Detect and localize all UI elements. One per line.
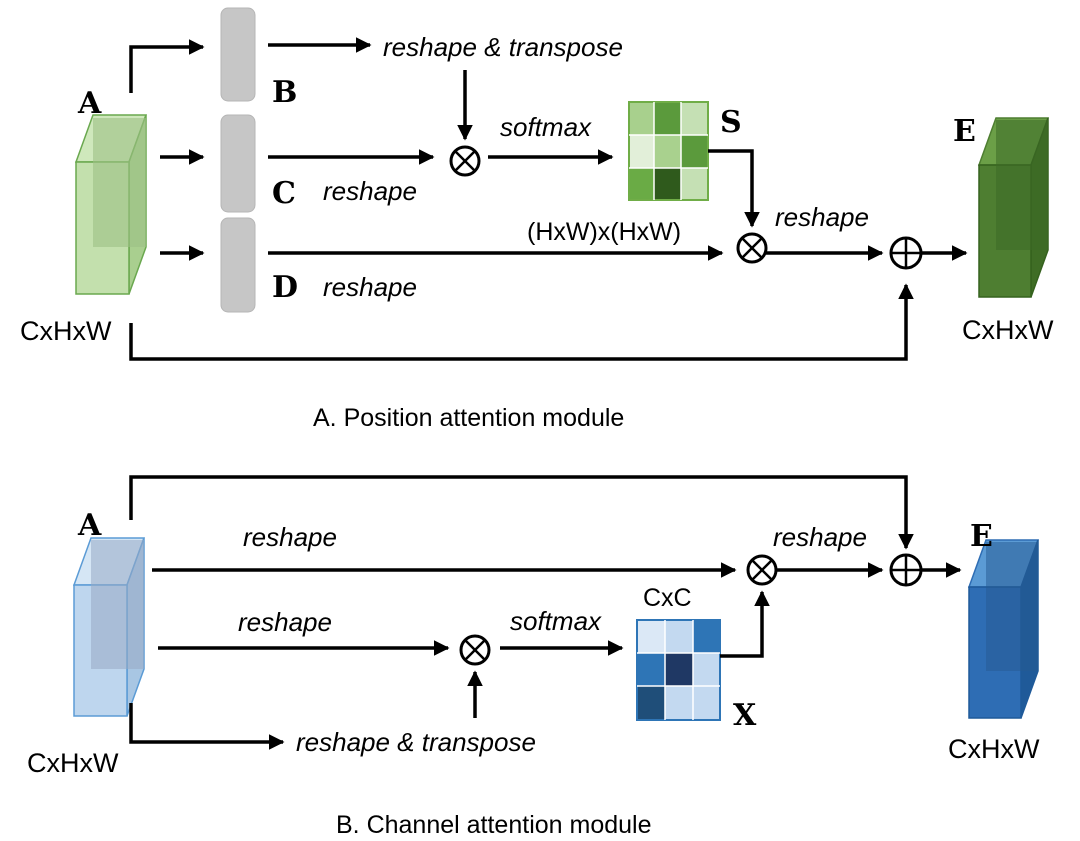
channel-output-dims: CxHxW: [948, 734, 1040, 764]
channel-attention-module: A CxHxW reshape reshape reshape: [27, 475, 1040, 839]
channel-module-caption: B. Channel attention module: [336, 811, 652, 839]
conv-b-label: B: [272, 75, 297, 110]
position-reshape-transpose-label: reshape & transpose: [383, 32, 623, 62]
position-multiply-1-icon: [449, 145, 481, 177]
arrow-s-to-mult-2: [708, 149, 760, 228]
position-input-dims: CxHxW: [20, 316, 112, 346]
position-reshape-d-label: reshape: [323, 272, 417, 302]
position-output-dims: CxHxW: [962, 315, 1054, 345]
position-sum-icon: [889, 236, 923, 270]
position-input-label: A: [77, 86, 102, 121]
position-residual-connection: [129, 283, 914, 361]
channel-reshape-transpose-label: reshape & transpose: [296, 727, 536, 757]
attention-map-x-dims: CxC: [643, 584, 692, 612]
channel-output-label: E: [970, 519, 993, 554]
conv-block-c: [220, 114, 256, 213]
channel-reshape-top-label: reshape: [243, 522, 337, 552]
channel-multiply-2-icon: [746, 554, 778, 586]
arrow-x-to-channel-mult-2: [720, 590, 770, 658]
attention-map-x: [636, 619, 721, 721]
position-hw-dims: (HxW)x(HxW): [527, 218, 681, 246]
channel-reshape-out-label: reshape: [773, 522, 867, 552]
conv-c-label: C: [272, 176, 296, 211]
arrow-a-to-transpose: [129, 703, 285, 750]
channel-softmax-label: softmax: [510, 606, 602, 636]
channel-input-feature-block: [72, 537, 146, 717]
conv-block-d: [220, 217, 256, 313]
channel-input-label: A: [77, 508, 102, 543]
position-softmax-label: softmax: [500, 112, 592, 142]
channel-multiply-1-icon: [459, 634, 491, 666]
position-module-caption: A. Position attention module: [313, 404, 624, 432]
attention-map-x-label: X: [733, 698, 757, 733]
arrow-a-to-b: [129, 39, 205, 93]
position-attention-module: A CxHxW B C D reshape & transpose reshap…: [20, 7, 1054, 432]
position-reshape-out-label: reshape: [775, 202, 869, 232]
channel-reshape-mid-label: reshape: [238, 607, 332, 637]
position-output-label: E: [953, 114, 976, 149]
conv-d-label: D: [272, 270, 298, 305]
position-reshape-c-label: reshape: [323, 176, 417, 206]
attention-map-s: [628, 101, 709, 201]
channel-sum-icon: [889, 553, 923, 587]
channel-output-feature-block: [967, 539, 1040, 719]
conv-block-b: [220, 7, 256, 102]
position-multiply-2-icon: [736, 232, 768, 264]
position-input-feature-block: [74, 114, 148, 295]
channel-input-dims: CxHxW: [27, 748, 119, 778]
attention-map-s-label: S: [720, 105, 742, 140]
position-output-feature-block: [977, 117, 1050, 298]
channel-residual-connection: [129, 475, 914, 550]
